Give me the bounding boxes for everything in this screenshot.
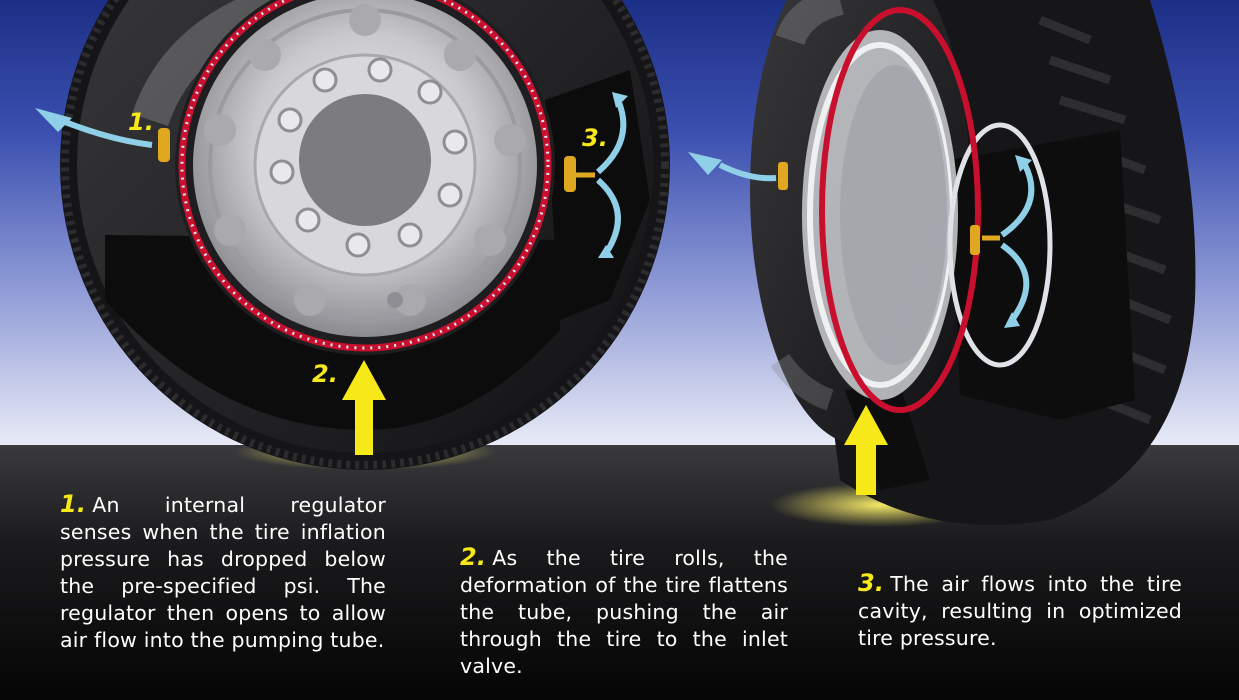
step-1-text: An internal regulator senses when the ti…	[60, 493, 386, 652]
deformation-arrow-right	[844, 405, 888, 495]
front-tire: 1. 2. 3.	[35, 0, 670, 470]
callout-label-2: 2.	[312, 360, 338, 388]
cutaway-right-tire	[950, 130, 1135, 420]
deformation-arrow-icon	[342, 360, 386, 455]
pump-tube-right	[819, 7, 981, 413]
callout-label-3: 3.	[582, 124, 608, 152]
callout-label-1: 1.	[128, 108, 154, 136]
step-2-text: As the tire rolls, the deformation of th…	[460, 546, 788, 678]
step-1-caption: 1.An internal regulator senses when the …	[60, 491, 386, 654]
step-2-caption: 2.As the tire rolls, the deformation of …	[460, 544, 788, 680]
lug-nuts	[269, 57, 468, 258]
air-inlet-arrow-icon	[58, 117, 153, 148]
hub-bore-left	[299, 94, 431, 226]
inlet-valve-right	[970, 225, 980, 255]
regulator-valve-icon	[158, 128, 170, 162]
step-1-number: 1.	[60, 490, 87, 518]
air-flow-arrow-icon	[596, 98, 627, 175]
step-2-number: 2.	[460, 543, 487, 571]
step-3-text: The air flows into the tire cavity, resu…	[858, 572, 1182, 650]
step-3-number: 3.	[858, 569, 885, 597]
step-3-caption: 3.The air flows into the tire cavity, re…	[858, 570, 1182, 652]
regulator-valve-right	[778, 162, 788, 190]
hand-holes	[204, 4, 526, 316]
inlet-valve-icon	[564, 156, 576, 192]
angled-tire	[688, 0, 1196, 527]
